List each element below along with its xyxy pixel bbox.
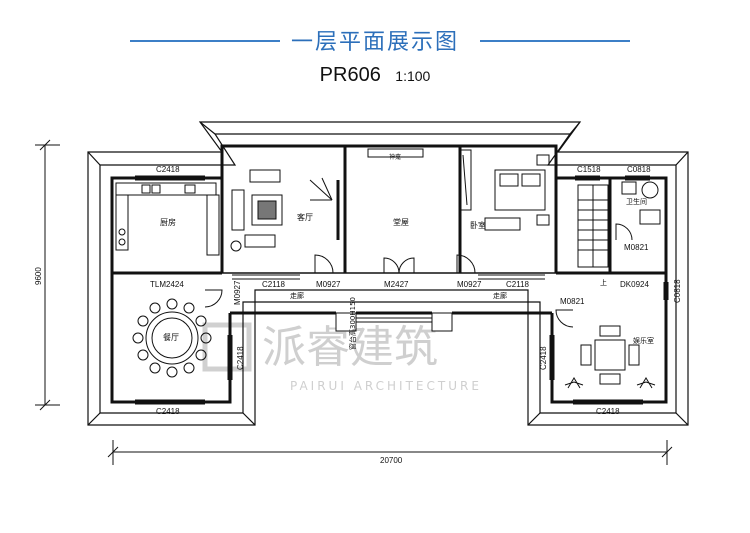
label-m0821-corridor: M0821 xyxy=(560,297,585,306)
label-c2118-left: C2118 xyxy=(262,280,286,289)
stairs xyxy=(577,184,609,268)
room-corridor-right: 走廊 xyxy=(493,291,507,300)
title-line-left xyxy=(130,40,280,42)
room-hall: 堂屋 xyxy=(393,217,409,227)
dining-chairs xyxy=(132,298,212,378)
dimension-lines xyxy=(35,139,673,465)
dimension-height: 9600 xyxy=(34,267,43,285)
room-dining: 餐厅 xyxy=(163,333,179,342)
windows xyxy=(135,175,669,405)
watermark-en: PAIRUI ARCHITECTURE xyxy=(290,379,482,393)
room-corridor-left: 走廊 xyxy=(290,291,304,300)
label-m0927-right: M0927 xyxy=(457,280,482,289)
room-living: 客厅 xyxy=(297,212,313,222)
label-c2418-rec-bottom: C2418 xyxy=(596,407,620,416)
watermark: 派睿建筑 PAIRUI ARCHITECTURE xyxy=(202,322,482,393)
bathroom-fixtures xyxy=(621,181,661,225)
plan-subtitle: PR606 1:100 xyxy=(0,64,750,87)
label-c2118-right: C2118 xyxy=(506,280,530,289)
doors xyxy=(204,223,633,328)
label-c2418-dining-right: C2418 xyxy=(236,346,245,370)
dining-table xyxy=(132,298,212,378)
title-line-right xyxy=(480,40,630,42)
recreation-furniture xyxy=(564,325,656,389)
label-porch-window: 窗台高300H150 xyxy=(348,297,357,350)
room-labels: 厨房 餐厅 客厅 堂屋 卧室 卫生间 娱乐室 走廊 走廊 神龛 上 xyxy=(160,153,654,345)
hall-shrine xyxy=(309,148,424,201)
label-c2418-dining-bottom: C2418 xyxy=(156,407,180,416)
porch xyxy=(335,312,453,332)
label-m0927-left: M0927 xyxy=(316,280,341,289)
walls xyxy=(110,144,668,404)
label-m0821-bath: M0821 xyxy=(624,243,649,252)
room-bathroom: 卫生间 xyxy=(626,197,647,206)
label-tlm2424: TLM2424 xyxy=(150,280,184,289)
room-bedroom: 卧室 xyxy=(470,220,486,230)
label-m2427: M2427 xyxy=(384,280,409,289)
porch-column-right xyxy=(431,312,453,332)
opening-labels: C2418 TLM2424 M0927 C2118 M0927 M2427 M0… xyxy=(150,165,682,416)
label-c1518: C1518 xyxy=(577,165,601,174)
room-kitchen: 厨房 xyxy=(160,217,176,227)
page-title: 一层平面展示图 xyxy=(290,30,459,55)
label-m0927-left-vertical: M0927 xyxy=(233,280,242,305)
kitchen-fixtures xyxy=(115,182,220,256)
bedroom-furniture xyxy=(458,149,550,231)
dimension-width: 20700 xyxy=(380,456,403,465)
title-bar: 一层平面展示图 xyxy=(0,22,750,58)
living-furniture xyxy=(230,169,340,252)
label-c2418-kitchen: C2418 xyxy=(156,165,180,174)
shrine-label: 神龛 xyxy=(389,153,401,161)
plan-scale: 1:100 xyxy=(395,68,431,84)
label-c2418-rec-left: C2418 xyxy=(539,346,548,370)
watermark-logo xyxy=(202,322,252,372)
plan-code: PR606 xyxy=(319,64,381,86)
room-recreation: 娱乐室 xyxy=(633,336,654,345)
roof-eaves xyxy=(87,121,689,426)
label-c0818-top: C0818 xyxy=(627,165,651,174)
label-dk0924: DK0924 xyxy=(620,280,649,289)
stair-up-label: 上 xyxy=(600,278,607,287)
label-c0818-right: C0818 xyxy=(673,279,682,303)
